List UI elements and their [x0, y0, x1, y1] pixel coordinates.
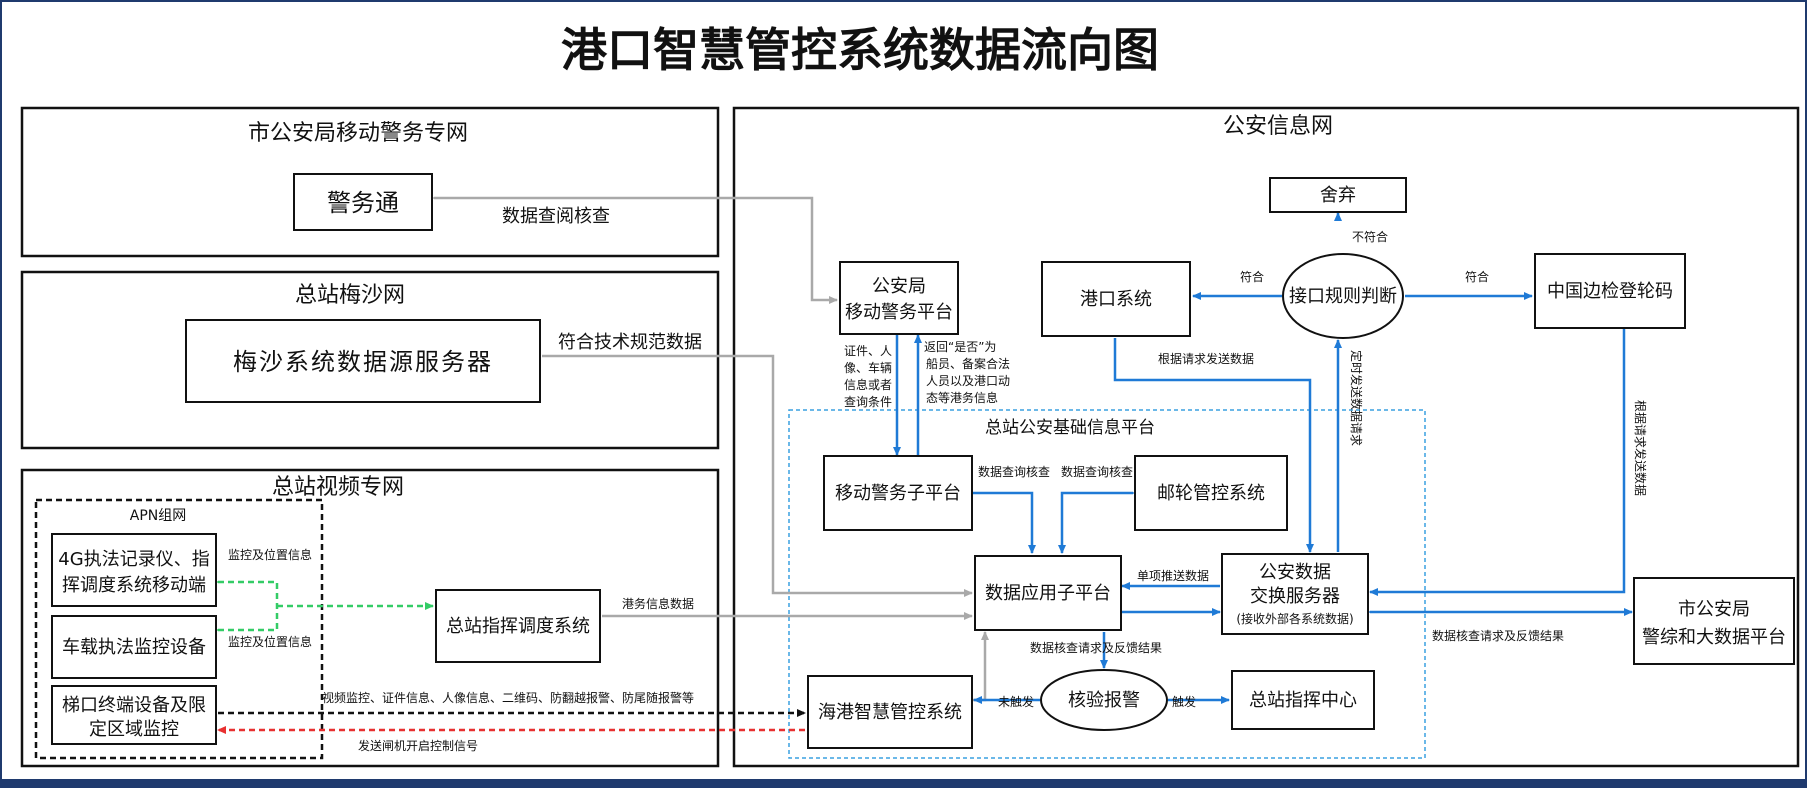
label-single-push: 单项推送数据 [1137, 568, 1209, 583]
label-send-by-request: 根据请求发送数据 [1158, 351, 1254, 366]
node-psb-mobile-label-1: 公安局 [872, 276, 926, 297]
node-cruise-control[interactable] [1134, 455, 1288, 531]
label-triggered: 触发 [1172, 694, 1196, 709]
link-cruise-dataapp [1058, 489, 1141, 554]
link-smartport-dataapp [972, 631, 989, 702]
node-smart-port[interactable] [807, 675, 973, 749]
node-exchange-server-label-2: 交换服务器 [1250, 586, 1340, 607]
page-title: 港口智慧管控系统数据流向图 [561, 23, 1159, 77]
node-4g-device-label-1: 4G执法记录仪、指 [58, 549, 209, 570]
node-psb-mobile-label-2: 移动警务平台 [845, 302, 953, 323]
label-port-service: 港务信息数据 [622, 596, 694, 611]
node-dispatch-system-label: 总站指挥调度系统 [446, 616, 590, 637]
node-vehicle-monitor[interactable] [51, 615, 217, 679]
node-border-boarding[interactable] [1534, 253, 1686, 329]
region-apn-title: APN组网 [130, 508, 187, 524]
node-4g-device-label-2: 挥调度系统移动端 [62, 575, 206, 596]
link-port-exchange [1113, 338, 1314, 553]
link-jingwutong-psb [426, 194, 838, 304]
region-platform-title: 总站公安基础信息平台 [985, 418, 1155, 438]
node-city-bigdata-label-2: 警综和大数据平台 [1642, 627, 1786, 648]
region-video-net [20, 468, 720, 768]
node-port-system-label: 港口系统 [1080, 289, 1152, 310]
node-data-app-sub[interactable] [974, 555, 1122, 631]
label-monitor-pos-2: 监控及位置信息 [228, 634, 312, 649]
label-video-info: 视频监控、证件信息、人像信息、二维码、防翻越报警、防尾随报警等 [322, 690, 694, 705]
node-verify-alarm[interactable] [1040, 669, 1168, 731]
label-tech-spec: 符合技术规范数据 [558, 332, 702, 353]
node-command-center-label: 总站指挥中心 [1249, 690, 1357, 711]
node-smart-port-label: 海港智慧管控系统 [818, 702, 962, 723]
node-discard[interactable] [1269, 177, 1407, 213]
node-gangway-label-1: 梯口终端设备及限 [62, 695, 206, 716]
node-gangway[interactable] [51, 685, 217, 745]
node-city-bigdata[interactable] [1633, 577, 1795, 665]
node-meisha-server-label: 梅沙系统数据源服务器 [233, 348, 493, 376]
label-match-right: 符合 [1465, 269, 1489, 284]
label-check-request: 数据核查请求及反馈结果 [1030, 640, 1162, 655]
label-timed-send: 定时发送数据请求 [1349, 350, 1364, 446]
node-interface-judge-label: 接口规则判断 [1289, 286, 1397, 307]
region-platform [788, 409, 1426, 759]
label-return-info-1: 返回“是否”为 [924, 340, 996, 354]
node-dispatch-system[interactable] [435, 589, 601, 663]
label-query-cond-3: 信息或者 [844, 377, 892, 392]
node-verify-alarm-label: 核验报警 [1068, 690, 1140, 711]
node-mobile-sub-label: 移动警务子平台 [835, 483, 961, 504]
region-police-net [732, 106, 1800, 768]
node-discard-label: 舍弃 [1320, 185, 1356, 206]
node-interface-judge[interactable] [1282, 253, 1404, 339]
node-command-center[interactable] [1231, 670, 1375, 730]
node-mobile-sub[interactable] [823, 455, 973, 531]
label-return-info-2: 船员、备案合法 [926, 356, 1010, 371]
node-vehicle-monitor-label: 车载执法监控设备 [62, 637, 206, 658]
label-monitor-pos-1: 监控及位置信息 [228, 547, 312, 562]
label-query-check-1: 数据查询核查 [978, 464, 1050, 479]
label-gate-signal: 发送闸机开启控制信号 [358, 738, 478, 753]
label-send-by-request-v: 根据请求发送数据 [1633, 400, 1648, 496]
link-meisha-dataapp [542, 354, 973, 597]
label-query-cond-2: 像、车辆 [844, 360, 892, 375]
link-4g-green [210, 578, 279, 606]
node-cruise-control-label: 邮轮管控系统 [1157, 483, 1265, 504]
node-jingwutong[interactable] [293, 173, 433, 231]
region-video-net-title: 总站视频专网 [272, 475, 404, 500]
node-border-boarding-label: 中国边检登轮码 [1547, 281, 1673, 302]
node-4g-device[interactable] [51, 533, 217, 607]
node-psb-mobile[interactable] [839, 261, 959, 335]
region-police-net-title: 公安信息网 [1223, 114, 1333, 139]
link-mobilesub-dataapp [964, 489, 1036, 554]
node-gangway-label-2: 定区域监控 [89, 719, 179, 740]
label-not-match: 不符合 [1352, 229, 1388, 244]
node-exchange-server-label-3: (接收外部各系统数据) [1236, 611, 1353, 626]
label-data-query: 数据查阅核查 [502, 206, 610, 227]
node-meisha-server[interactable] [185, 319, 541, 403]
label-match-left: 符合 [1240, 269, 1264, 284]
label-return-info-4: 态等港务信息 [926, 390, 998, 405]
region-mobile-net [20, 106, 720, 258]
region-mobile-net-title: 市公安局移动警务专网 [248, 121, 468, 146]
label-not-triggered: 未触发 [998, 694, 1034, 709]
node-exchange-server[interactable] [1221, 553, 1369, 635]
region-apn [34, 498, 324, 760]
label-check-request-2: 数据核查请求及反馈结果 [1432, 628, 1564, 643]
link-border-exchange [1369, 328, 1626, 596]
node-port-system[interactable] [1041, 261, 1191, 337]
node-city-bigdata-label-1: 市公安局 [1678, 599, 1750, 620]
node-data-app-sub-label: 数据应用子平台 [985, 583, 1111, 604]
label-query-cond-4: 查询条件 [844, 395, 892, 409]
label-query-cond-1: 证件、人 [844, 344, 892, 358]
link-vehicle-green [210, 606, 279, 634]
region-meisha-net-title: 总站梅沙网 [295, 283, 405, 308]
node-jingwutong-label: 警务通 [327, 189, 399, 217]
region-meisha-net [20, 270, 720, 450]
label-query-check-2: 数据查询核查 [1061, 464, 1133, 479]
node-exchange-server-label-1: 公安数据 [1259, 562, 1331, 583]
label-return-info-3: 人员以及港口动 [926, 374, 1010, 388]
bottom-bar [0, 779, 1807, 788]
